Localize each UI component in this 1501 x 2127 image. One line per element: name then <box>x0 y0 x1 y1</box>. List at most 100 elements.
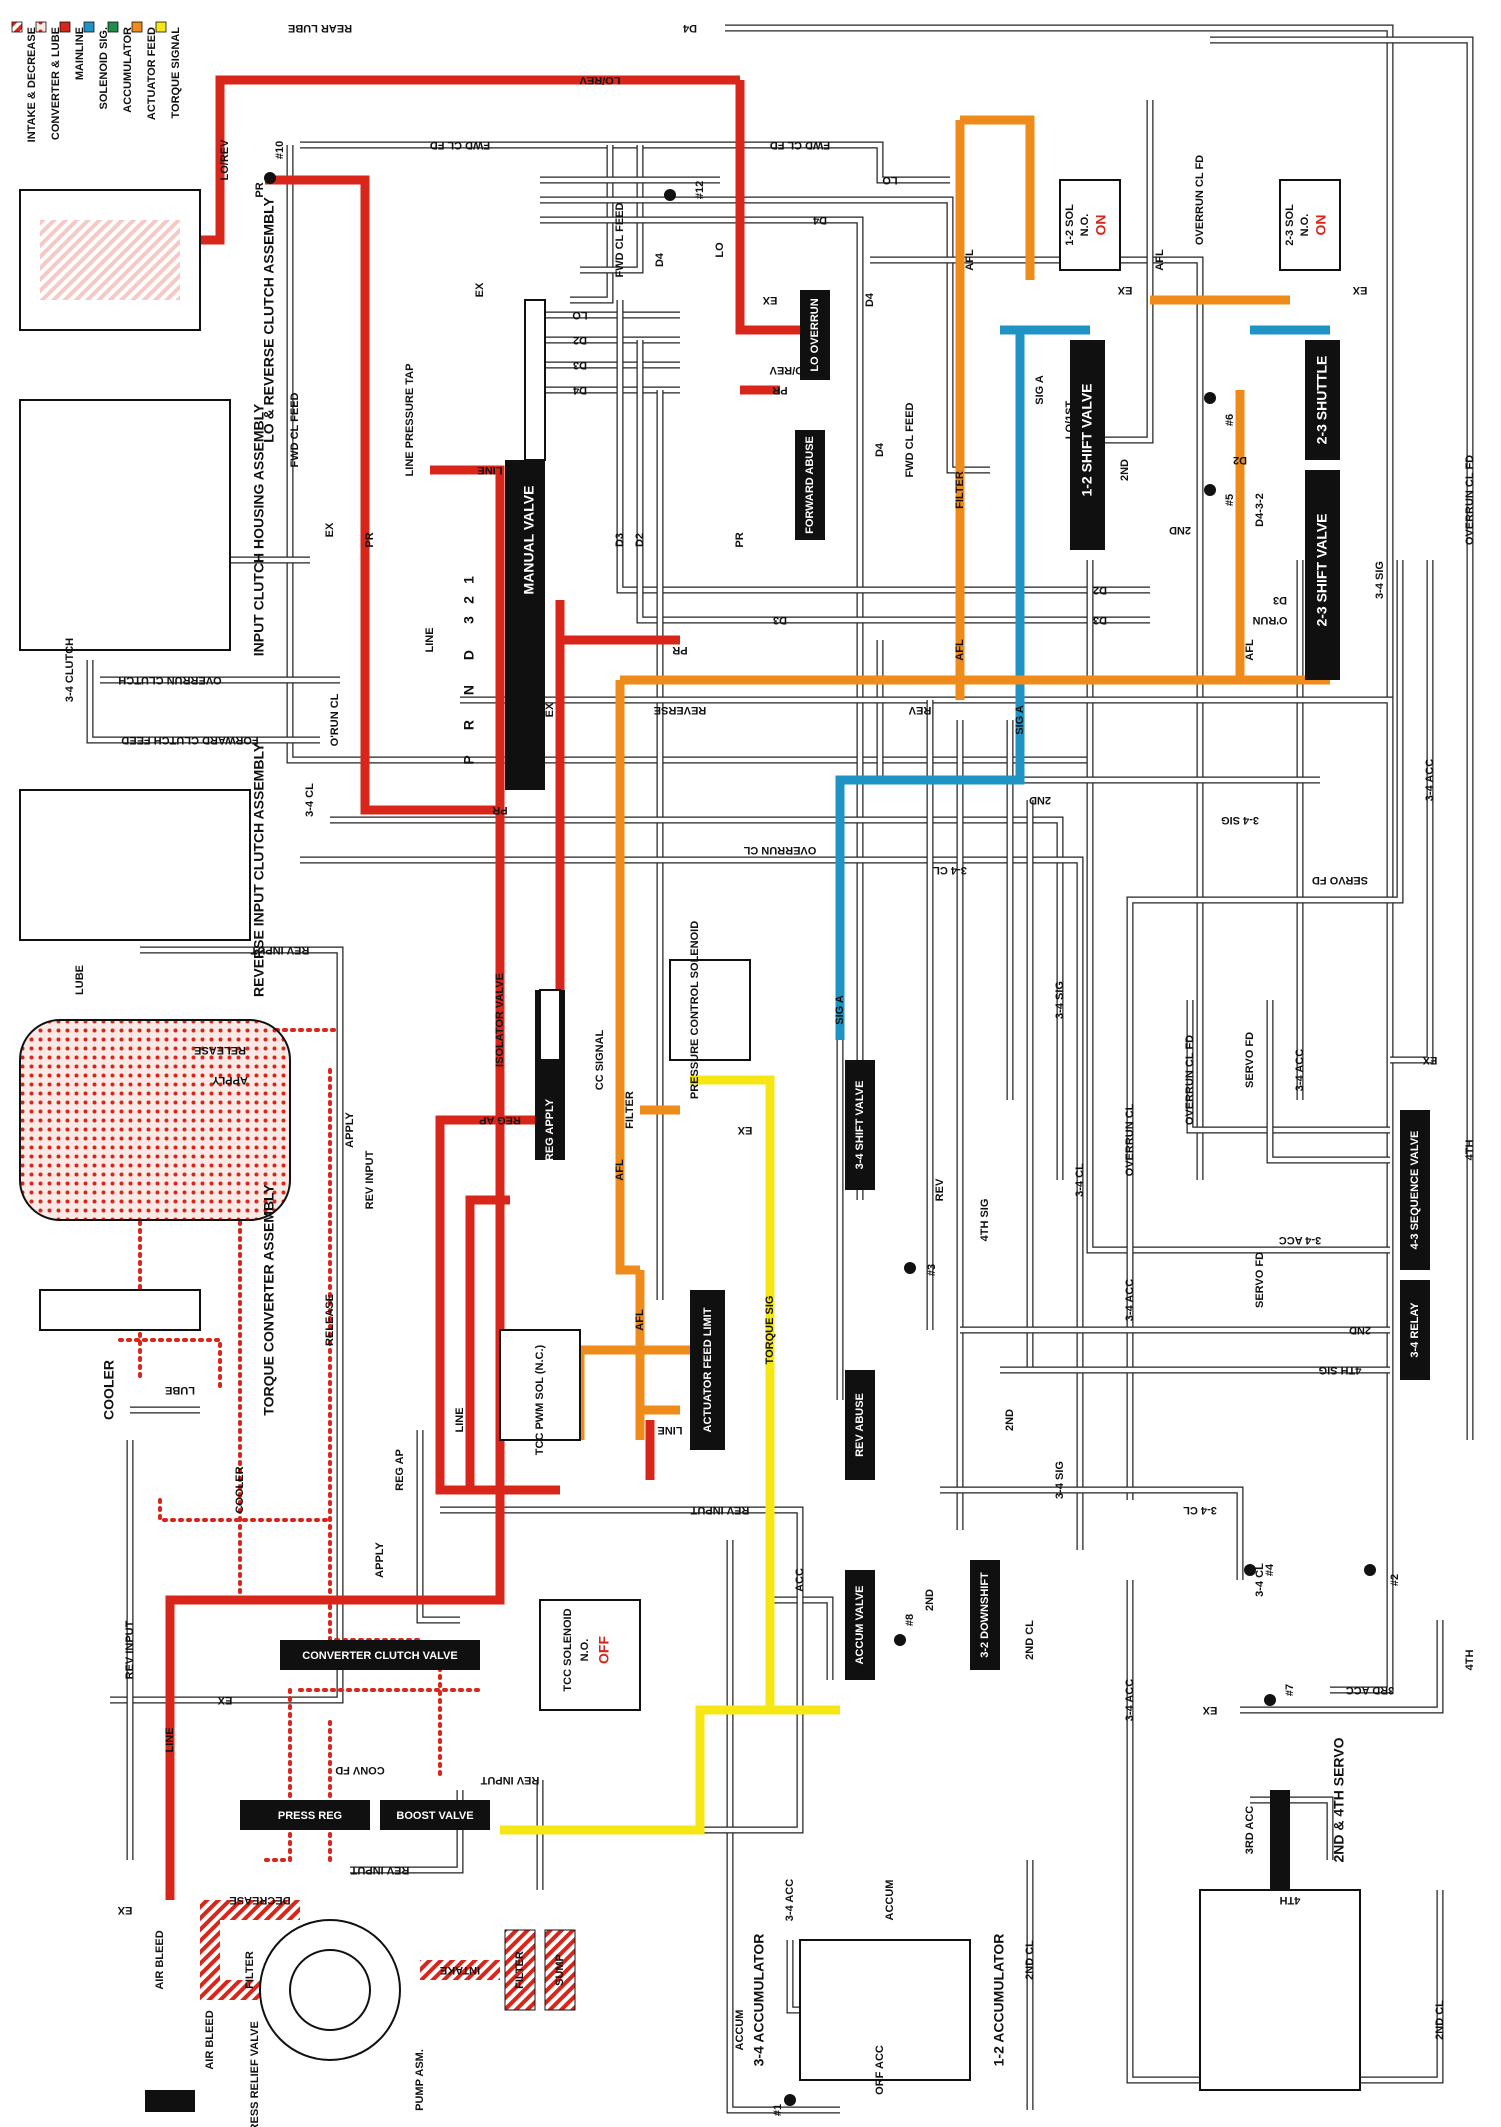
ball-8: #8 <box>894 1614 916 1646</box>
relay-34-valve[interactable]: 3-4 RELAY <box>1400 1280 1430 1380</box>
tcc-pwm-solenoid[interactable]: TCC PWM SOL (N.C.) <box>499 1329 581 1455</box>
ball-5-label: #5 <box>1224 494 1236 506</box>
servo-assembly: 2ND & 4TH SERVO <box>1199 1737 1361 2091</box>
label-pr-3: PR <box>254 182 266 197</box>
oil-channels <box>86 24 1474 2114</box>
sequence-43-label: 4-3 SEQUENCE VALVE <box>1409 1131 1421 1250</box>
sump-label: SUMP <box>554 1954 566 1986</box>
lo-overrun-valve[interactable]: LO OVERRUN <box>800 290 830 380</box>
ball-1: #1 <box>772 2094 796 2116</box>
solenoid-12[interactable]: 1-2 SOL N.O. ON <box>1059 179 1121 271</box>
gear-3: 3 <box>461 616 477 624</box>
solenoid-23[interactable]: 2-3 SOL N.O. ON <box>1279 179 1341 271</box>
label-rev-input-5: REV INPUT <box>350 1864 409 1876</box>
accum-valve[interactable]: ACCUM VALVE <box>845 1570 875 1680</box>
forward-abuse-label: FORWARD ABUSE <box>804 436 816 534</box>
forward-abuse-valve[interactable]: FORWARD ABUSE <box>795 430 825 540</box>
legend-label: TORQUE SIGNAL <box>170 27 182 119</box>
manual-valve[interactable]: MANUAL VALVE <box>505 299 546 790</box>
label-afl-6: AFL <box>634 1309 646 1331</box>
legend-label: MAINLINE <box>74 27 86 80</box>
accum-34-label: 3-4 ACCUMULATOR <box>751 1934 767 2067</box>
torque-converter-assembly: TORQUE CONVERTER ASSEMBLY <box>19 1019 291 1416</box>
label-ex-6: EX <box>544 702 556 717</box>
label-acc-34-5: 3-4 ACC <box>1124 1679 1136 1721</box>
shift-12-label: 1-2 SHIFT VALVE <box>1079 383 1095 496</box>
solenoid-12-name: 1-2 SOL <box>1064 204 1076 246</box>
label-fwd-cl-fd: FWD CL FD <box>430 139 490 151</box>
lo-reverse-label: LO & REVERSE CLUTCH ASSEMBLY <box>261 197 277 443</box>
label-ex: EX <box>474 282 486 297</box>
label-ex-7: EX <box>737 1124 752 1136</box>
pressure-control-solenoid[interactable]: PRESSURE CONTROL SOLENOID <box>669 921 751 1099</box>
label-d3-3: D3 <box>1093 614 1107 626</box>
legend-item-actuator: ACTUATOR FEED <box>131 21 158 120</box>
ball-10: #10 <box>264 141 286 184</box>
label-d432: D4-3-2 <box>1254 493 1266 527</box>
label-2nd-6: 2ND <box>1349 1324 1371 1336</box>
label-acc-34-2: 3-4 ACC <box>1294 1049 1306 1091</box>
label-fwd-cl-feed-2: FWD CL FEED <box>904 402 916 477</box>
label-conv-fd: CONV FD <box>335 1764 385 1776</box>
label-rev-input: REV INPUT <box>250 944 309 956</box>
legend-label: SOLENOID SIG. <box>98 27 110 110</box>
pump-assembly: PUMP ASM. <box>259 1919 426 2111</box>
label-fwd-cl-fd-2: FWD CL FD <box>770 139 830 151</box>
reg-apply-label: REG APPLY <box>544 1098 556 1161</box>
shift-34-label: 3-4 SHIFT VALVE <box>854 1081 866 1170</box>
label-apply: APPLY <box>212 1074 248 1086</box>
press-reg-valve[interactable]: PRESS REG <box>240 1800 370 1830</box>
tcc-type: N.O. <box>579 1639 591 1662</box>
label-accum: ACCUM <box>734 2010 746 2051</box>
label-o-run: O'RUN <box>1252 614 1287 626</box>
label-sig-34-2: 3-4 SIG <box>1374 561 1386 599</box>
label-line-tap: LINE PRESSURE TAP <box>404 364 416 477</box>
ball-7: #7 <box>1264 1684 1296 1706</box>
boost-valve[interactable]: BOOST VALVE <box>380 1800 490 1830</box>
shift-23-label: 2-3 SHIFT VALVE <box>1314 513 1330 626</box>
label-orf-acc: ORF ACC <box>874 2045 886 2095</box>
sequence-43-valve[interactable]: 4-3 SEQUENCE VALVE <box>1400 1110 1430 1270</box>
servo-label: 2ND & 4TH SERVO <box>1331 1737 1347 1862</box>
legend-item-mainline: MAINLINE <box>59 21 86 80</box>
converter-clutch-valve[interactable]: CONVERTER CLUTCH VALVE <box>280 1640 480 1670</box>
label-sig-34: 3-4 SIG <box>1221 814 1259 826</box>
label-cl-34-4: 3-4 CL <box>1254 1563 1266 1597</box>
label-sig-a-2: SIG A <box>1014 705 1026 735</box>
label-lo-2: LO <box>714 242 726 258</box>
shuttle-23-valve[interactable]: 2-3 SHUTTLE <box>1305 340 1340 460</box>
label-intake: INTAKE <box>440 1964 480 1976</box>
channel-labels: REAR LUBE D4 LO/REV LO/REV FWD CL FD FWD… <box>64 22 1476 2106</box>
label-d3-4: D3 <box>773 614 787 626</box>
label-line: LINE <box>477 464 502 476</box>
shift-12-valve[interactable]: 1-2 SHIFT VALVE <box>1070 340 1105 550</box>
shift-23-valve[interactable]: 2-3 SHIFT VALVE <box>1305 470 1340 680</box>
sump-filter: FILTER SUMP <box>504 1929 576 2011</box>
solenoid-12-state: ON <box>1093 215 1109 236</box>
label-rev-input-4: REV INPUT <box>480 1774 539 1786</box>
label-2nd-cl-3: 2ND CL <box>1434 2000 1446 2040</box>
label-cl-34-2: 3-4 CL <box>1074 1163 1086 1197</box>
label-sig-34-3: 3-4 SIG <box>1054 981 1066 1019</box>
isolator-valve[interactable]: ISOLATOR VALVE <box>494 973 561 1067</box>
shift-34-valve[interactable]: 3-4 SHIFT VALVE <box>845 1060 875 1190</box>
input-clutch-assembly: INPUT CLUTCH HOUSING ASSEMBLY <box>19 399 267 656</box>
gear-position-labels: P R N D 3 2 1 <box>461 576 477 765</box>
press-reg-label: PRESS REG <box>278 1810 342 1822</box>
rev-abuse-valve[interactable]: REV ABUSE <box>845 1370 875 1480</box>
label-d4: D4 <box>682 22 697 34</box>
actuator-feed-limit-valve[interactable]: ACTUATOR FEED LIMIT <box>690 1290 725 1450</box>
press-relief-valve[interactable]: PRESS RELIEF VALVE <box>145 2021 261 2127</box>
downshift-32-valve[interactable]: 3-2 DOWNSHIFT <box>970 1560 1000 1670</box>
label-sig-34-4: 3-4 SIG <box>1054 1461 1066 1499</box>
gear-r: R <box>461 720 477 730</box>
tcc-solenoid[interactable]: TCC SOLENOID N.O. OFF <box>539 1599 641 1711</box>
rev-abuse-label: REV ABUSE <box>854 1393 866 1457</box>
input-clutch-label: INPUT CLUTCH HOUSING ASSEMBLY <box>251 403 267 656</box>
label-ex-2: EX <box>324 522 336 537</box>
label-pr-5: PR <box>492 804 507 816</box>
label-afl-4: AFL <box>1244 639 1256 661</box>
label-apply-3: APPLY <box>374 1542 386 1578</box>
legend-label: ACTUATOR FEED <box>146 27 158 120</box>
label-rear-lube: REAR LUBE <box>288 22 352 34</box>
